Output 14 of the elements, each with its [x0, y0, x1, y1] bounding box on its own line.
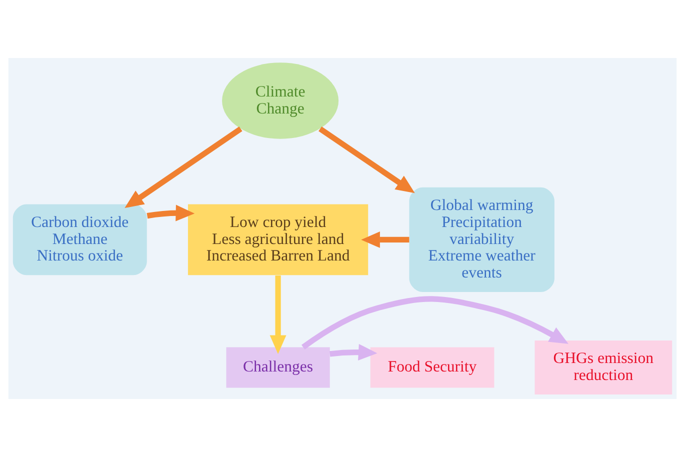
arrow	[270, 275, 286, 354]
node-box: Challenges	[226, 347, 330, 388]
arrow	[361, 231, 410, 248]
node-box: GHGs emission reduction	[534, 340, 672, 394]
arrow	[146, 204, 195, 222]
node-box: Carbon dioxide Methane Nitrous oxide	[12, 204, 147, 276]
node-box: Global warming Precipitation variability Extreme weather events	[409, 187, 554, 292]
node-box: Low crop yield Less agriculture land Increased Barren Land	[188, 204, 368, 276]
arrow	[318, 126, 415, 194]
arrow	[330, 344, 378, 360]
arrow	[302, 296, 568, 350]
arrow	[124, 126, 242, 208]
node-ellipse: Climate Change	[222, 62, 339, 139]
node-box: Food Security	[370, 347, 494, 388]
